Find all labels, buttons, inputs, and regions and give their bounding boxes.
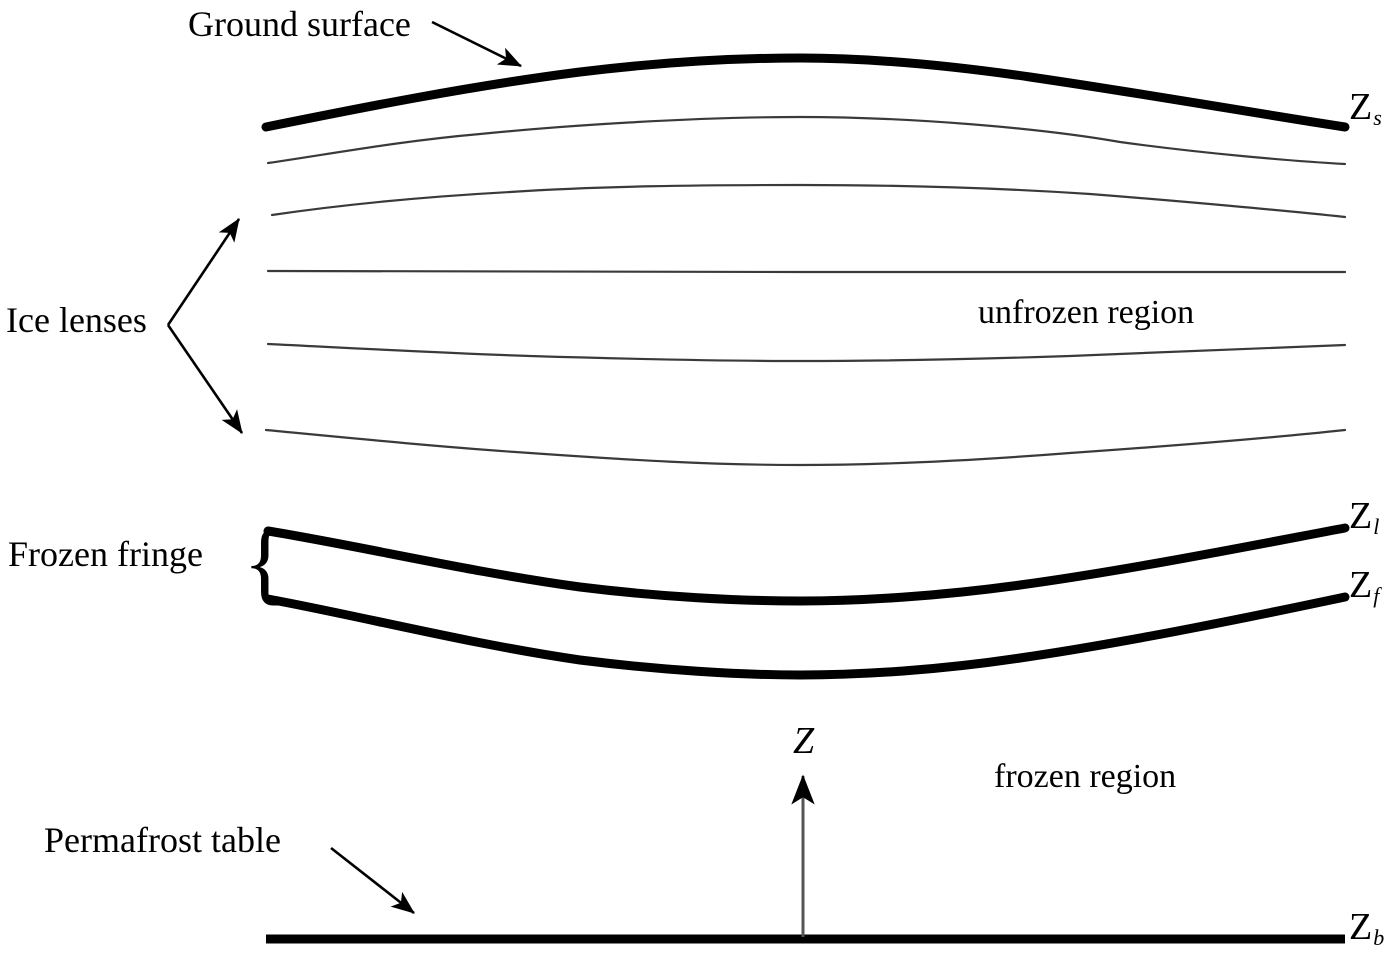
boundary-label-zf: Zf — [1349, 566, 1379, 607]
zl-base: Z — [1349, 495, 1373, 537]
zs-sub: s — [1373, 105, 1382, 131]
ice-lens-5 — [264, 428, 1347, 467]
ice-lenses-leader-arrow-upper — [166, 218, 241, 326]
zl-sub: l — [1373, 514, 1380, 540]
zf-sub: f — [1373, 583, 1380, 609]
permafrost-table-label: Permafrost table — [44, 820, 281, 860]
ice-lens-1 — [266, 115, 1347, 166]
frozen-region-label: frozen region — [994, 758, 1177, 795]
unfrozen-region-label: unfrozen region — [978, 294, 1195, 331]
frozen-fringe-brace: { — [243, 511, 288, 613]
frozen-fringe-label: Frozen fringe — [8, 534, 203, 574]
boundary-label-zl: Zl — [1349, 497, 1379, 538]
zs-base: Z — [1349, 86, 1373, 128]
ground-surface-label: Ground surface — [188, 4, 411, 44]
boundary-label-zs: Zs — [1349, 88, 1382, 129]
boundary-label-zb: Zb — [1349, 908, 1384, 949]
ice-lens-2 — [270, 183, 1347, 219]
ice-lenses-leader-arrow-lower — [166, 324, 244, 434]
ground-surface-leader-arrow — [431, 20, 522, 68]
freezing-front-curve — [263, 592, 1350, 680]
z-axis-label: Z — [793, 720, 815, 762]
ice-lenses-label: Ice lenses — [6, 300, 147, 340]
ground-surface-curve — [261, 53, 1350, 132]
zb-base: Z — [1349, 906, 1373, 948]
permafrost-table-leader-arrow — [330, 846, 415, 915]
ice-lens-3 — [266, 269, 1347, 274]
lens-boundary-curve — [263, 523, 1350, 606]
ice-lens-lines-group — [264, 115, 1347, 467]
zb-sub: b — [1373, 925, 1385, 951]
ice-lens-4 — [266, 342, 1347, 363]
zf-base: Z — [1349, 564, 1373, 606]
